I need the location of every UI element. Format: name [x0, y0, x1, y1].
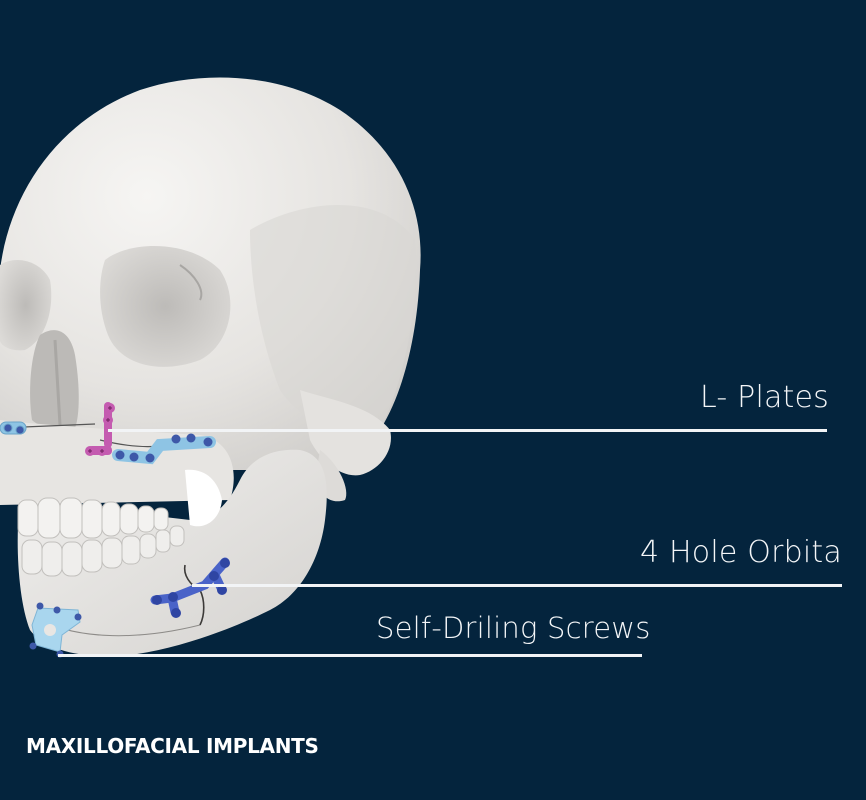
right-orbit	[100, 246, 231, 367]
mandible	[17, 449, 327, 657]
edge-plate	[0, 421, 27, 435]
callout-label-4-hole-orbita: 4 Hole Orbita	[640, 535, 842, 570]
lower-teeth	[21, 525, 185, 577]
l-plate	[85, 402, 115, 456]
leader-line-4-hole-orbita	[192, 584, 842, 587]
callout-label-l-plates: L- Plates	[700, 380, 830, 415]
callout-label-self-driling-screws: Self-Driling Screws	[376, 611, 651, 645]
page-title: MAXILLOFACIAL IMPLANTS	[26, 734, 319, 758]
nasal-cavity	[30, 330, 79, 429]
leader-line-self-driling-screws	[58, 654, 642, 657]
chin-plate	[29, 602, 82, 658]
maxilla-plate	[112, 433, 216, 465]
four-hole-plate	[150, 557, 230, 618]
left-orbit	[0, 260, 52, 351]
leader-line-l-plates	[108, 429, 827, 432]
upper-teeth	[17, 497, 169, 539]
